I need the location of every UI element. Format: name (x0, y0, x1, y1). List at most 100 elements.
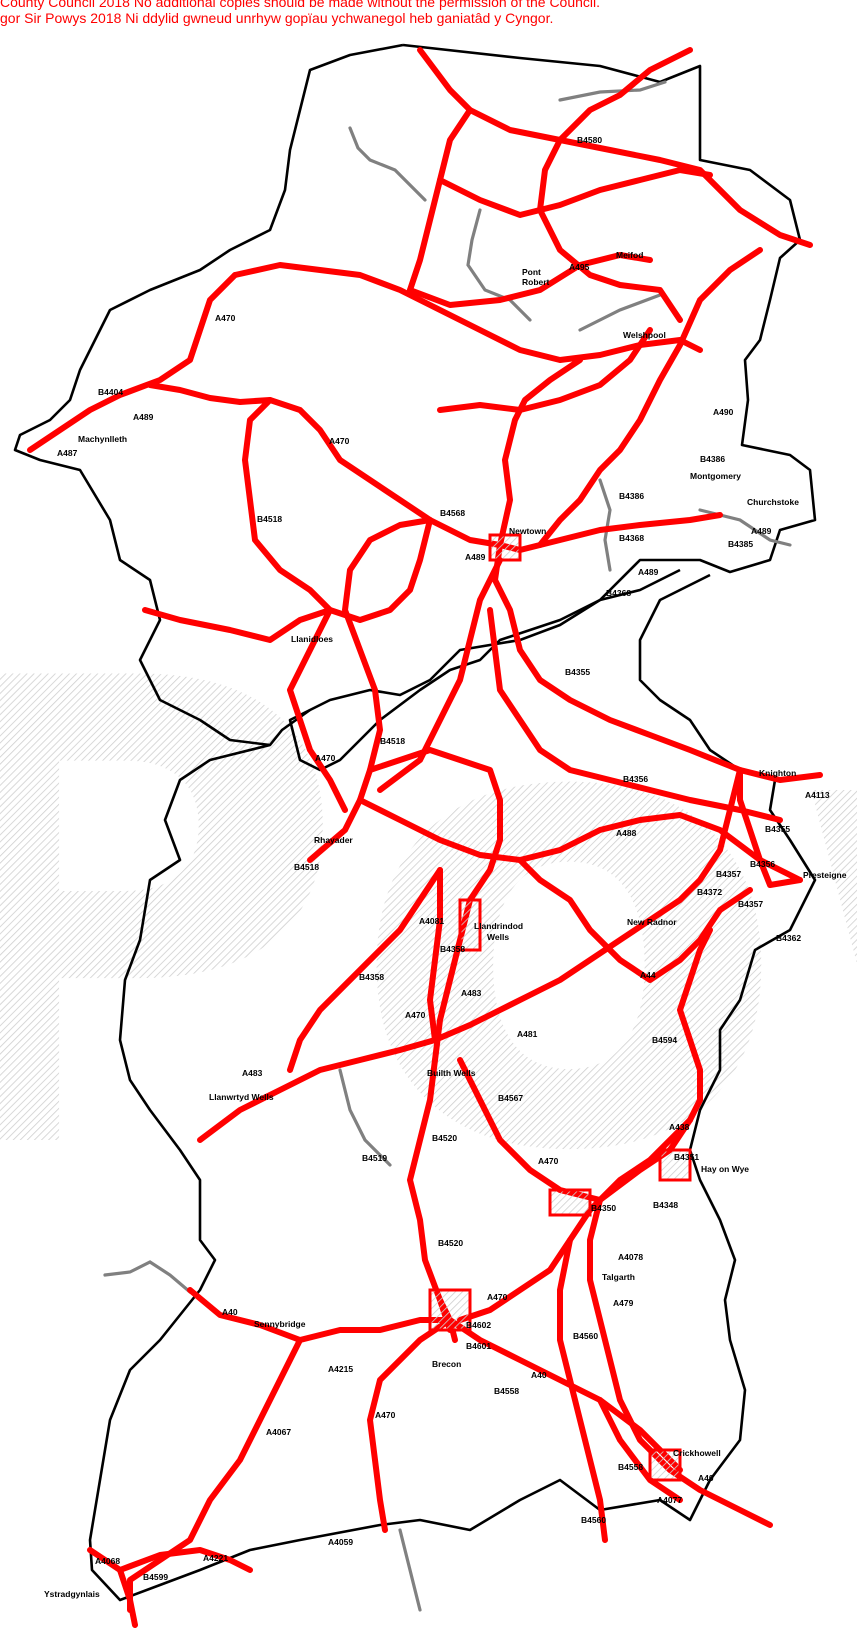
road-label: B4404 (98, 387, 123, 397)
copyright-line-english: County Council 2018 No additional copies… (0, 0, 601, 10)
road-label: B4599 (143, 1572, 168, 1582)
road-label: B4362 (776, 933, 801, 943)
copyright-line-welsh: gor Sir Powys 2018 Ni ddylid gwneud unrh… (0, 10, 554, 26)
place-label: Welshpool (623, 330, 666, 340)
road-label: B4355 (765, 824, 790, 834)
road-label: B4358 (359, 972, 384, 982)
road-label: A489 (638, 567, 659, 577)
road-label: A483 (461, 988, 482, 998)
road-label: B4385 (728, 539, 753, 549)
road-label: A4078 (618, 1252, 643, 1262)
road-label: A4221 (203, 1553, 228, 1563)
other-road (466, 208, 532, 322)
road-label: B4348 (653, 1200, 678, 1210)
road-label: B4357 (716, 869, 741, 879)
road-label: B4602 (466, 1320, 491, 1330)
place-label: Llanidloes (291, 634, 333, 644)
road-label: A470 (375, 1410, 396, 1420)
place-label: Montgomery (690, 471, 741, 481)
road-label: A438 (669, 1122, 690, 1132)
road-label: B4580 (577, 135, 602, 145)
road-label: B4356 (623, 774, 648, 784)
road-label: A479 (613, 1298, 634, 1308)
road-label: B4520 (438, 1238, 463, 1248)
road-label: B4350 (591, 1203, 616, 1213)
road-label: A489 (751, 526, 772, 536)
place-label: Knighton (759, 768, 796, 778)
road-label: B4368 (619, 533, 644, 543)
road-label: B4355 (565, 667, 590, 677)
road-label: A4081 (419, 916, 444, 926)
place-label: Wells (487, 932, 509, 942)
road-label: B4601 (466, 1341, 491, 1351)
road-label: B4386 (619, 491, 644, 501)
road-label: B4368 (606, 588, 631, 598)
town-hatch (428, 533, 692, 1482)
other-road (348, 126, 427, 202)
place-label: Robert (522, 277, 550, 287)
place-label: Llanwrtyd Wells (209, 1092, 274, 1102)
road-label: B4357 (738, 899, 763, 909)
place-label: Rhayader (314, 835, 353, 845)
road-label: A470 (538, 1156, 559, 1166)
road-label: B4558 (494, 1386, 519, 1396)
road-label: B4356 (750, 859, 775, 869)
road-label: A40 (698, 1473, 714, 1483)
county-boundary-west (13, 43, 404, 747)
other-road (578, 293, 662, 332)
place-label: Brecon (432, 1359, 461, 1369)
other-road (558, 80, 667, 102)
road-label: A489 (133, 412, 154, 422)
road-label: B4518 (380, 736, 405, 746)
road-label: B4358 (440, 944, 465, 954)
road-label: A488 (616, 828, 637, 838)
road-label: A4059 (328, 1537, 353, 1547)
road-label: A40 (222, 1307, 238, 1317)
road-label: B4560 (581, 1515, 606, 1525)
place-label: New Radnor (627, 917, 677, 927)
road-label: A487 (57, 448, 78, 458)
road-label: A4077 (657, 1495, 682, 1505)
other-road (398, 1528, 422, 1612)
place-label: Presteigne (803, 870, 847, 880)
road-label: A470 (329, 436, 350, 446)
road-label: B4518 (294, 862, 319, 872)
other-road (598, 478, 612, 572)
road-label: B4351 (674, 1152, 699, 1162)
road-label: A4113 (805, 790, 830, 800)
road-label: B4386 (700, 454, 725, 464)
place-label: Llandrindod (474, 921, 523, 931)
place-label: Newtown (509, 526, 546, 536)
road-label: A40 (531, 1370, 547, 1380)
other-road (103, 1260, 192, 1294)
road-label: A4215 (328, 1364, 353, 1374)
place-label: Meifod (616, 250, 643, 260)
road-label: A490 (713, 407, 734, 417)
inner-boundary (288, 568, 681, 772)
place-label: Ystradgynlais (44, 1589, 100, 1599)
road-label: B4518 (257, 514, 282, 524)
place-label: Crickhowell (673, 1448, 721, 1458)
county-boundary (88, 43, 817, 1602)
road-label: A4068 (95, 1556, 120, 1566)
road-label: A470 (405, 1010, 426, 1020)
road-label: A481 (517, 1029, 538, 1039)
road-label: A470 (487, 1292, 508, 1302)
place-label: Sennybridge (254, 1319, 306, 1329)
other-road (338, 1068, 392, 1167)
place-label: Talgarth (602, 1272, 635, 1282)
road-label: A44 (640, 970, 656, 980)
road-label: A495 (569, 262, 590, 272)
road-label: B4520 (432, 1133, 457, 1143)
road-label: A489 (465, 552, 486, 562)
road-label: A4067 (266, 1427, 291, 1437)
place-label: Builth Wells (427, 1068, 476, 1078)
road-label: B4519 (362, 1153, 387, 1163)
place-label: Pont (522, 267, 541, 277)
road-label: A470 (315, 753, 336, 763)
place-label: Machynlleth (78, 434, 127, 444)
road-label: B4560 (573, 1331, 598, 1341)
road-label: B4568 (440, 508, 465, 518)
place-label: Hay on Wye (701, 1164, 749, 1174)
